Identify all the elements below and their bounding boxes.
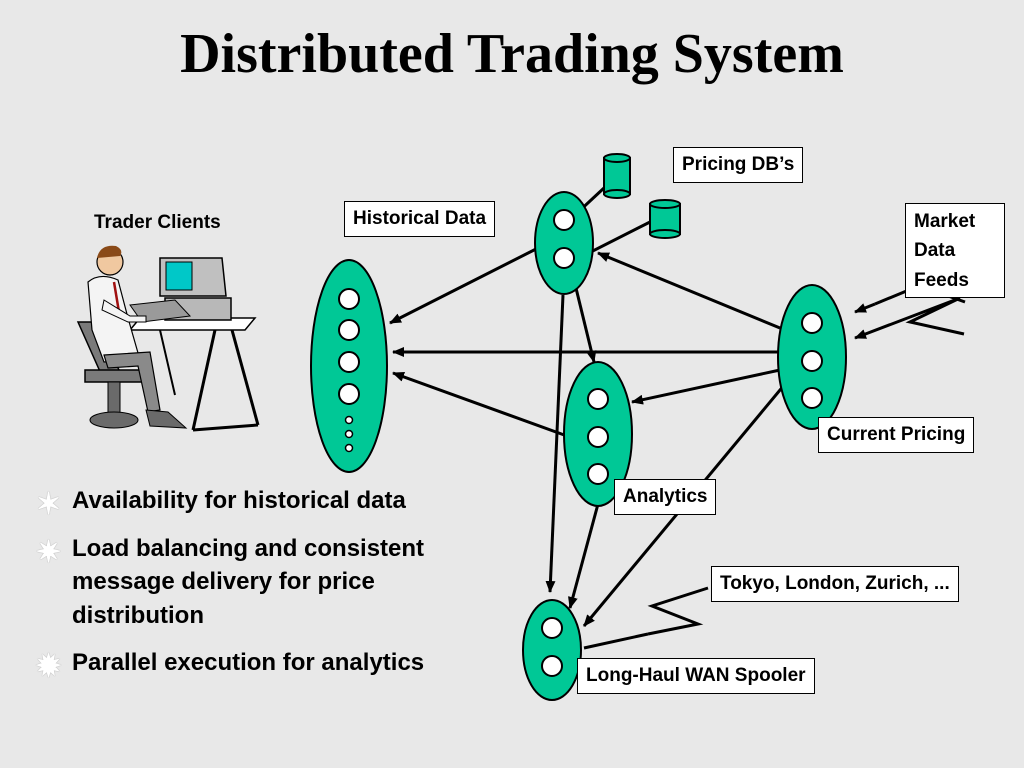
bullet-text: Load balancing and consistent message de… xyxy=(72,534,425,629)
pricing-db-cylinder xyxy=(603,153,631,199)
current-to-analytics-arrow xyxy=(631,368,781,405)
pricing-to-analytics-arrow xyxy=(573,283,597,363)
star-bullet-icon: ✹ xyxy=(36,650,62,684)
pricing-to-spooler-arrow xyxy=(545,294,565,593)
trader-client-illustration xyxy=(76,245,260,432)
analytics-to-historical-arrow xyxy=(392,371,568,438)
market-feed-arrow-tip xyxy=(854,302,876,314)
trader-clients-label: Trader Clients xyxy=(94,212,221,233)
historical-data-node xyxy=(310,259,388,473)
spooler-wan-link xyxy=(583,632,649,650)
wan-destinations-label: Tokyo, London, Zurich, ... xyxy=(711,566,959,602)
bullet-item: ✷ Load balancing and consistent message … xyxy=(36,532,506,633)
pricing-to-historical-arrow xyxy=(389,246,539,325)
analytics-label: Analytics xyxy=(614,479,717,515)
slide-title: Distributed Trading System xyxy=(180,23,844,85)
pricing-dbs-label: Pricing DB’s xyxy=(673,147,804,183)
bullet-list: ✶ Availability for historical data ✷ Loa… xyxy=(36,484,506,694)
historical-data-label: Historical Data xyxy=(344,201,496,237)
wan-spooler-label: Long-Haul WAN Spooler xyxy=(577,658,815,694)
star-bullet-icon: ✶ xyxy=(36,488,62,521)
bullet-item: ✹ Parallel execution for analytics xyxy=(36,646,506,683)
market-data-feeds-label: Market Data Feeds xyxy=(905,203,1005,298)
current-pricing-node xyxy=(777,284,847,430)
analytics-node xyxy=(563,361,633,507)
wan-zigzag-line xyxy=(647,586,709,636)
current-pricing-label: Current Pricing xyxy=(818,417,975,453)
current-to-pricing-arrow xyxy=(597,251,781,330)
market-feed-line xyxy=(854,296,965,340)
bullet-item: ✶ Availability for historical data xyxy=(36,484,506,521)
pricing-node xyxy=(534,191,594,295)
star-bullet-icon: ✷ xyxy=(36,535,62,569)
analytics-to-spooler-arrow xyxy=(568,503,600,609)
bullet-text: Availability for historical data xyxy=(72,487,406,514)
bullet-text: Parallel execution for analytics xyxy=(72,649,425,677)
pricing-db-cylinder xyxy=(649,199,681,239)
wan-spooler-node xyxy=(522,599,582,701)
